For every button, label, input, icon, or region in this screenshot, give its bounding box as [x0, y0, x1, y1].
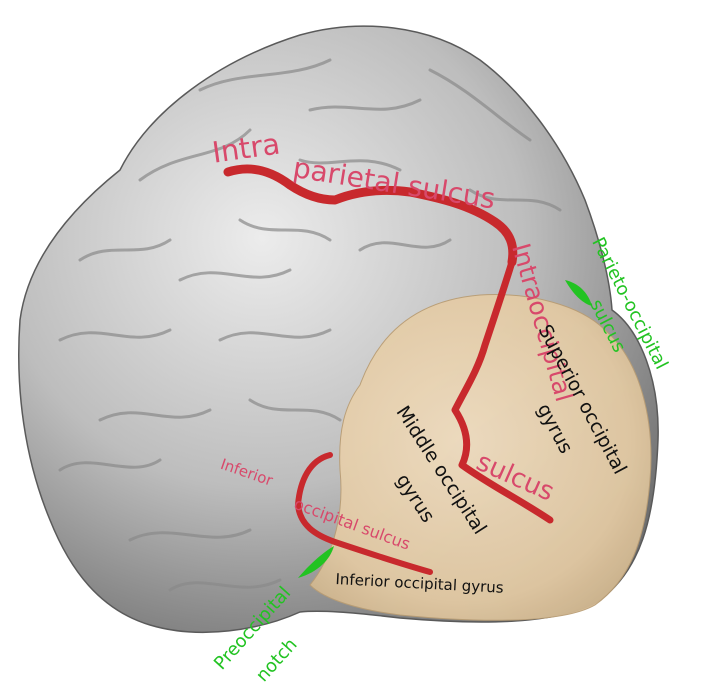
- parieto-occipital-landmark: [565, 280, 592, 306]
- intraoccipital-sulcus: [451, 258, 554, 524]
- gyri-folds: [58, 58, 562, 592]
- preoccipital-notch-landmark: [298, 546, 334, 578]
- landmarks: [298, 280, 592, 578]
- sulci: [223, 164, 554, 575]
- occipital-region: [309, 294, 652, 621]
- intraparietal-sulcus: [223, 164, 518, 267]
- inferior-occipital-sulcus: [295, 452, 433, 575]
